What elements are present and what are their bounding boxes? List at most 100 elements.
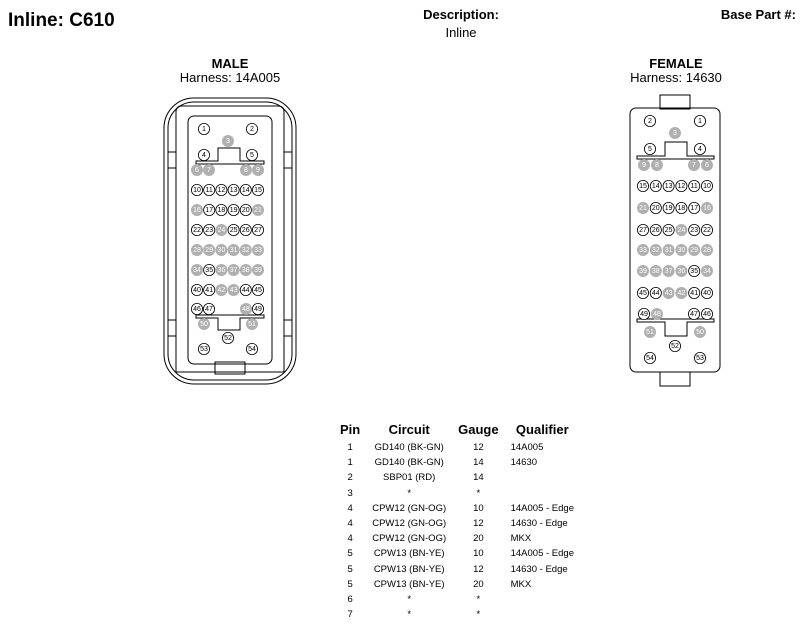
table-cell-pin: 7 <box>347 609 353 621</box>
table-cell-qualifier: 14A005 - Edge <box>510 502 574 514</box>
female-pin-label: 45 <box>639 290 647 297</box>
male-pin-21 <box>251 203 264 216</box>
female-pin-11 <box>688 179 701 192</box>
table-cell-qualifier: MKX <box>510 578 532 590</box>
female-pin-label: 2 <box>648 118 652 125</box>
table-cell-circuit: SBP01 (RD) <box>383 472 436 484</box>
male-pin-label: 9 <box>256 167 260 174</box>
male-pin-40 <box>190 283 203 296</box>
female-pin-51 <box>644 325 657 338</box>
female-pin-label: 14 <box>652 183 660 190</box>
male-pin-51 <box>245 317 258 330</box>
table-cell-circuit: * <box>407 609 412 621</box>
male-pin-23 <box>203 223 216 236</box>
male-connector-title: MALE Harness: 14A005 <box>150 57 310 85</box>
female-pin-50 <box>694 325 707 338</box>
male-pin-label: 6 <box>195 167 199 174</box>
female-pin-label: 52 <box>671 343 679 350</box>
male-pin-label: 43 <box>230 287 238 294</box>
female-pin-42 <box>675 286 688 299</box>
female-pin-44 <box>649 286 662 299</box>
table-cell-gauge: * <box>476 609 481 621</box>
male-pin-41 <box>203 283 216 296</box>
male-pin-44 <box>239 283 252 296</box>
male-pin-label: 4 <box>202 152 206 159</box>
female-pin-label: 37 <box>665 268 673 275</box>
female-pin-9 <box>638 158 651 171</box>
female-pin-12 <box>675 179 688 192</box>
female-pin-label: 21 <box>639 205 647 212</box>
female-pin-34 <box>701 264 714 277</box>
male-pin-label: 11 <box>206 187 213 194</box>
female-pin-47 <box>688 307 701 320</box>
male-pin-label: 19 <box>230 207 238 214</box>
male-pin-label: 5 <box>250 152 254 159</box>
male-pin-label: 25 <box>230 227 238 234</box>
male-pin-36 <box>215 263 228 276</box>
male-pin-32 <box>239 243 252 256</box>
male-pin-19 <box>227 203 240 216</box>
male-pin-label: 3 <box>226 138 230 145</box>
male-pin-4 <box>197 148 210 161</box>
base-part-label: Base Part #: <box>720 7 796 22</box>
table-row: 3** <box>334 486 580 501</box>
female-harness: Harness: 14630 <box>630 70 722 85</box>
male-pin-11 <box>203 183 216 196</box>
table-cell-circuit: CPW13 (BN-YE) <box>373 578 445 590</box>
female-pin-21 <box>637 201 650 214</box>
male-pin-29 <box>203 243 216 256</box>
description-label: Description: <box>423 7 499 22</box>
male-pin-43 <box>227 283 240 296</box>
table-cell-pin: 5 <box>347 578 353 590</box>
male-pin-1 <box>197 123 210 136</box>
female-pin-label: 16 <box>703 205 711 212</box>
male-pin-label: 54 <box>248 346 256 353</box>
male-pin-46 <box>190 302 203 315</box>
male-pin-label: 42 <box>218 287 226 294</box>
female-pin-37 <box>662 264 675 277</box>
female-pin-label: 53 <box>696 355 704 362</box>
table-cell-pin: 4 <box>347 518 353 530</box>
female-pin-43 <box>662 286 675 299</box>
female-pin-label: 54 <box>646 355 654 362</box>
male-pin-label: 10 <box>193 187 201 194</box>
female-pin-label: 34 <box>703 268 711 275</box>
female-pin-31 <box>662 243 675 256</box>
female-pin-label: 26 <box>652 227 660 234</box>
table-header-pin: Pin <box>340 421 361 437</box>
male-pin-17 <box>203 203 216 216</box>
male-pin-label: 35 <box>205 267 213 274</box>
male-pin-label: 38 <box>242 267 250 274</box>
table-cell-gauge: * <box>476 487 481 499</box>
female-pin-7 <box>688 158 701 171</box>
female-pin-20 <box>649 201 662 214</box>
female-pin-54 <box>644 351 657 364</box>
female-pin-13 <box>662 179 675 192</box>
female-pin-33 <box>637 243 650 256</box>
female-pin-label: 12 <box>678 183 686 190</box>
table-cell-circuit: GD140 (BK-GN) <box>374 442 444 454</box>
female-pin-10 <box>701 179 714 192</box>
male-pin-39 <box>251 263 264 276</box>
male-pin-38 <box>239 263 252 276</box>
male-pin-15 <box>251 183 264 196</box>
table-header-gauge: Gauge <box>458 421 499 437</box>
male-pin-label: 16 <box>193 207 201 214</box>
male-pin-label: 21 <box>254 207 262 214</box>
table-cell-pin: 1 <box>347 457 353 469</box>
female-pin-label: 1 <box>698 118 702 125</box>
male-pin-31 <box>227 243 240 256</box>
female-pin-label: 29 <box>690 247 698 254</box>
female-pin-23 <box>688 223 701 236</box>
female-pin-label: 13 <box>665 183 673 190</box>
table-cell-qualifier: 14A005 - Edge <box>510 548 574 560</box>
male-pin-label: 23 <box>205 227 213 234</box>
female-pin-36 <box>675 264 688 277</box>
female-pin-24 <box>675 223 688 236</box>
male-pin-10 <box>190 183 203 196</box>
